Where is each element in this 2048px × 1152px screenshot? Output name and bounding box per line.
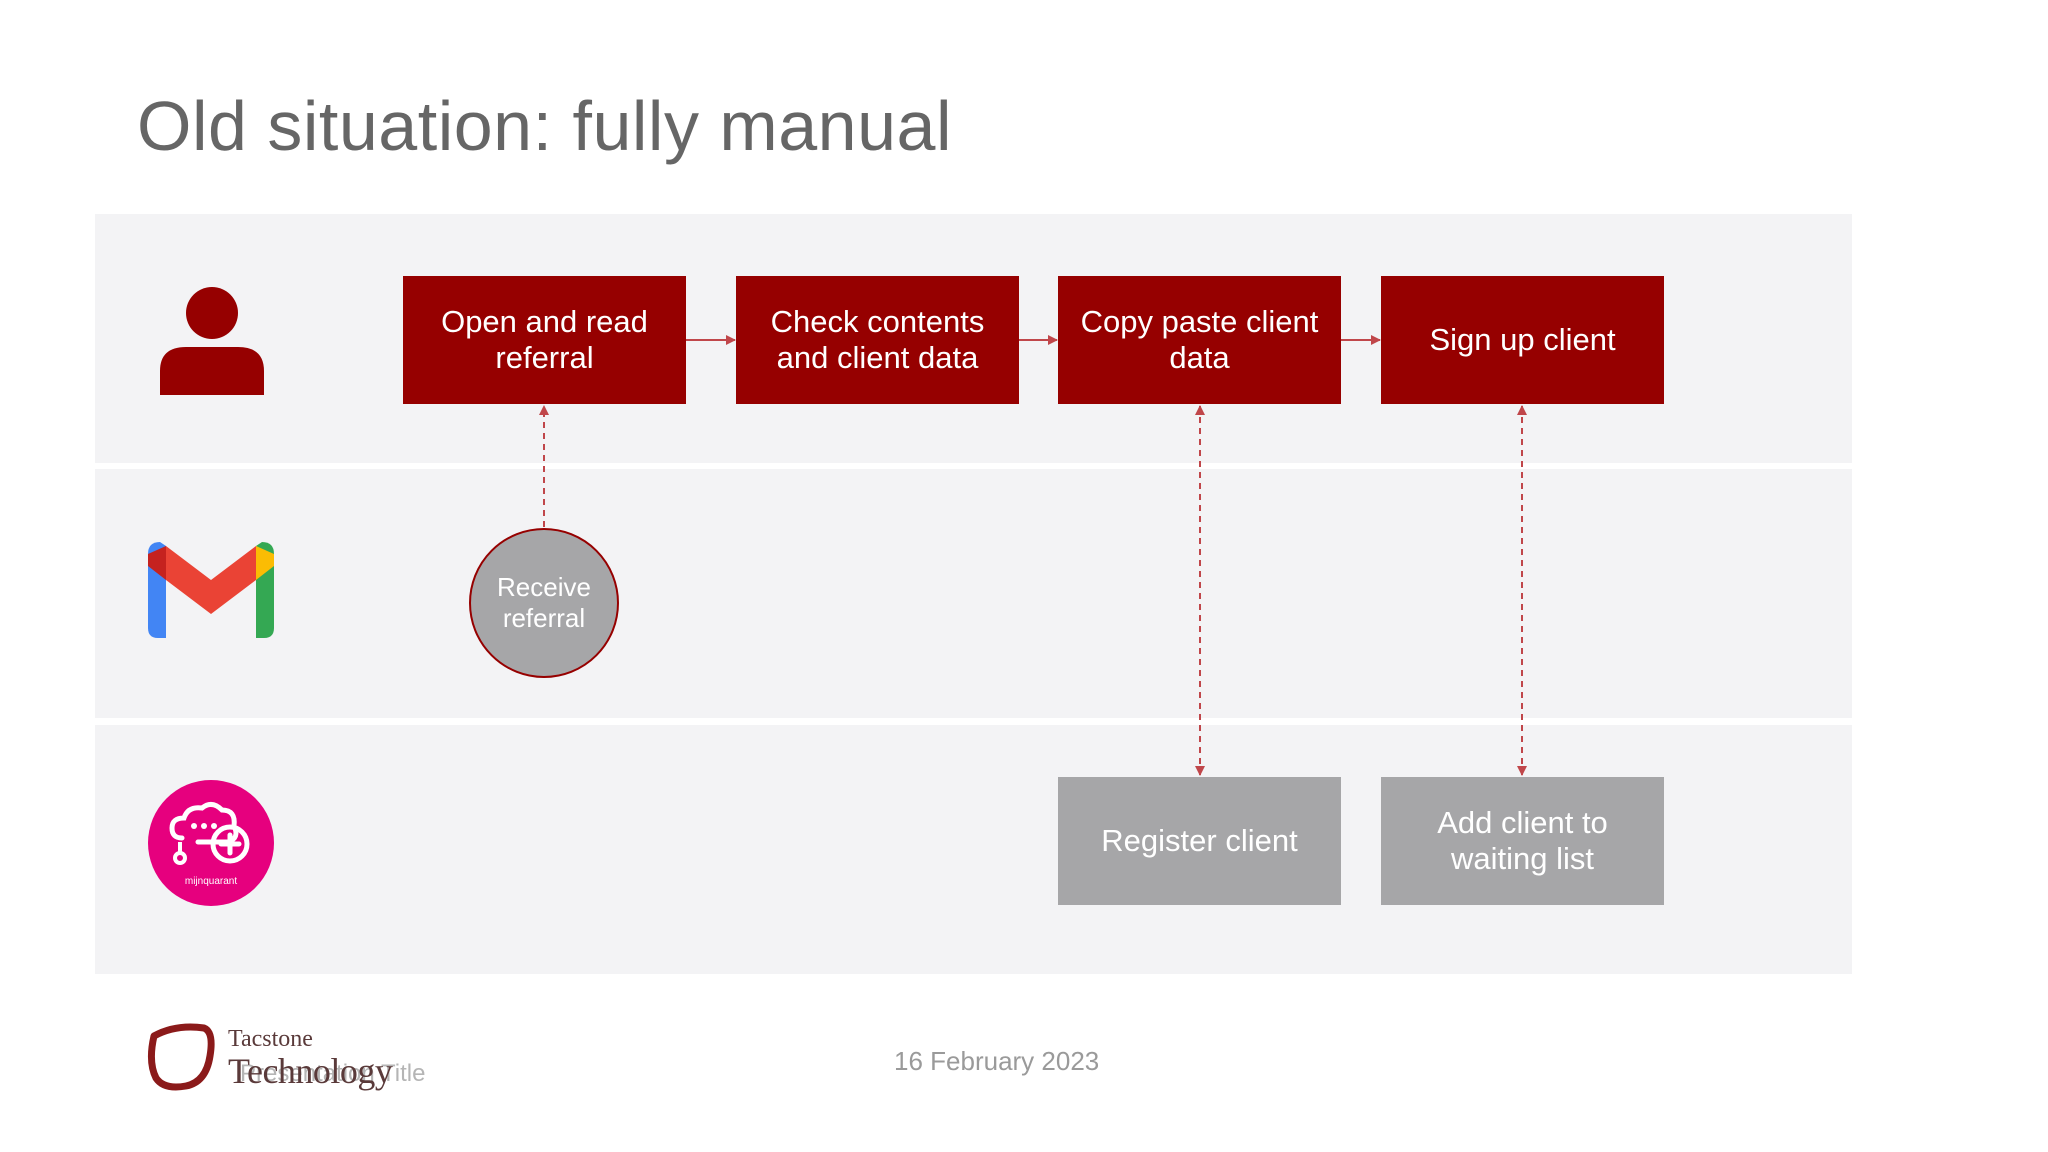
- step-sign-up-client: Sign up client: [1381, 276, 1664, 404]
- person-icon: [160, 287, 264, 395]
- lane-email: [95, 469, 1852, 718]
- step-sign-up-client-label: Sign up client: [1429, 322, 1616, 357]
- step-receive-referral-label: Receive referral: [497, 572, 591, 633]
- step-copy-paste-data-label: Copy paste client data: [1080, 304, 1319, 375]
- step-register-client-label: Register client: [1101, 823, 1298, 858]
- mijnquarant-icon: mijnquarant: [148, 780, 274, 906]
- step-receive-referral: Receive referral: [469, 528, 619, 678]
- step-register-client: Register client: [1058, 777, 1341, 905]
- logo-text-technology: Technology: [228, 1051, 393, 1091]
- tacstone-logo-icon: [147, 1023, 215, 1091]
- step-add-to-waiting-list: Add client to waiting list: [1381, 777, 1664, 905]
- footer-date: 16 February 2023: [894, 1046, 1100, 1076]
- slide-title: Old situation: fully manual: [137, 87, 953, 165]
- footer-presentation-title: Presentation Title: [240, 1060, 426, 1087]
- step-check-contents: Check contents and client data: [736, 276, 1019, 404]
- step-open-read-referral-label: Open and read referral: [441, 304, 648, 375]
- step-copy-paste-data: Copy paste client data: [1058, 276, 1341, 404]
- gmail-icon: [148, 542, 274, 638]
- step-check-contents-label: Check contents and client data: [770, 304, 985, 375]
- logo-text-tacstone: Tacstone: [228, 1026, 313, 1052]
- step-open-read-referral: Open and read referral: [403, 276, 686, 404]
- mijnquarant-logo-text: mijnquarant: [185, 876, 237, 887]
- step-add-to-waiting-list-label: Add client to waiting list: [1437, 805, 1608, 876]
